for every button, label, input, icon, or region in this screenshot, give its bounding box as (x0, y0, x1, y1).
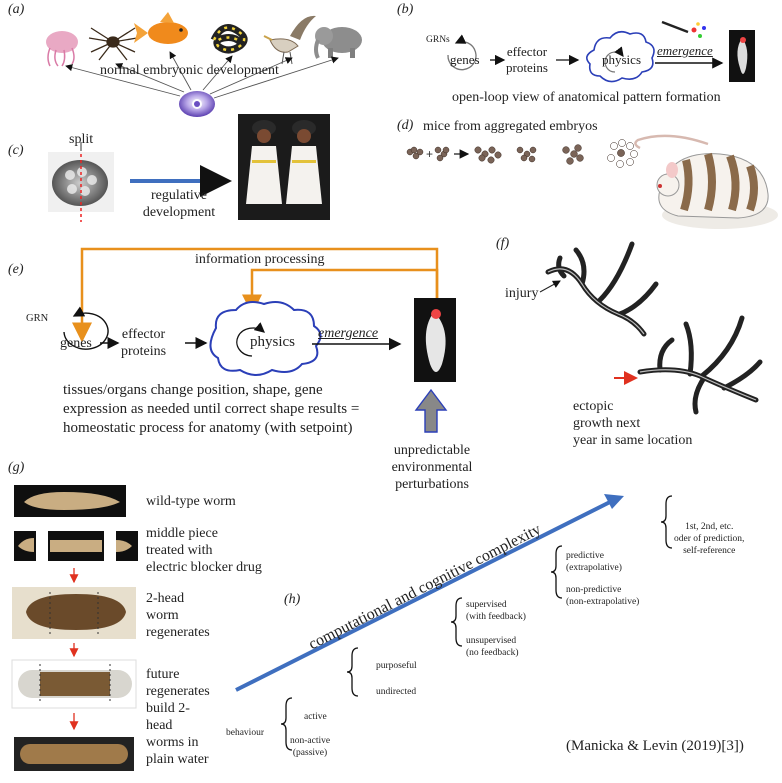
planarian-photo-small (729, 30, 755, 82)
elephant-icon (314, 27, 362, 59)
f-ectopic: ectopic growth next year in same locatio… (573, 399, 693, 448)
panel-label-b: (b) (397, 2, 414, 17)
e-info: information processing (195, 252, 325, 267)
planarian-photo (414, 298, 456, 382)
wand-icon (661, 20, 706, 38)
f-injury: injury (505, 286, 539, 301)
panel-label-f: (f) (496, 236, 510, 251)
panel-label-h: (h) (284, 592, 301, 607)
e-genes: genes (60, 336, 92, 351)
worm-plain-water (14, 737, 134, 771)
embryo-split-image (48, 152, 114, 222)
e-grn: GRN (26, 313, 49, 324)
d-caption: mice from aggregated embryos (423, 119, 598, 134)
e-perturb: unpredictable environmental perturbation… (391, 443, 473, 492)
b-physics: physics (602, 52, 641, 67)
e-effector: effector proteins (121, 327, 167, 359)
bird-icon (263, 15, 316, 65)
h-active: active (304, 712, 327, 722)
b-grns: GRNs (426, 35, 450, 45)
spider-icon (88, 27, 138, 61)
panel-label-d: (d) (397, 118, 414, 133)
c-caption: regulative development (142, 188, 216, 220)
complexity-axis-arrow (235, 499, 613, 692)
b-caption: open-loop view of anatomical pattern for… (452, 90, 721, 105)
worm-wildtype (14, 485, 126, 517)
c-split: split (69, 132, 94, 147)
g-step-3: 2-head worm regenerates (146, 591, 210, 640)
worm-cut-pieces (14, 531, 138, 561)
snake-icon (210, 24, 248, 54)
worm-two-head (12, 587, 136, 639)
h-undirected: undirected (376, 687, 417, 697)
a-caption: normal embryonic development (100, 63, 279, 78)
panel-label-a: (a) (8, 2, 25, 17)
perturbation-arrow (414, 388, 448, 433)
h-behaviour: behaviour (226, 728, 264, 738)
h-purposeful: purposeful (376, 661, 417, 671)
e-physics: physics (250, 334, 295, 350)
h-nonpredictive: non-predictive (non-extrapolative) (566, 585, 640, 607)
b-genes: genes (450, 52, 480, 67)
citation: (Manicka & Levin (2019)[3]) (566, 738, 744, 754)
h-nonactive: non-active (passive) (290, 736, 331, 758)
antler-image-1 (545, 241, 659, 337)
goldfish-icon (134, 12, 188, 44)
egg-cell-icon (179, 91, 215, 117)
e-caption: tissues/organs change position, shape, g… (63, 382, 360, 436)
h-predictive: predictive (extrapolative) (566, 551, 622, 573)
hierarchy-braces (280, 495, 673, 751)
g-step-1: wild-type worm (146, 494, 236, 509)
h-supervised: supervised (with feedback) (466, 600, 526, 622)
jellyfish-icon (46, 31, 78, 67)
chimeric-mouse-image (634, 134, 778, 229)
panel-label-g: (g) (8, 460, 25, 475)
panel-label-e: (e) (8, 262, 24, 277)
aggregation-sequence (406, 139, 638, 168)
panel-label-c: (c) (8, 143, 24, 158)
h-unsupervised: unsupervised (no feedback) (466, 636, 519, 658)
g-step-4: future regenerates build 2- head worms i… (146, 667, 210, 767)
twins-photo (238, 114, 330, 220)
physics-cloud (209, 301, 322, 376)
g-step-2: middle piece treated with electric block… (146, 526, 262, 575)
h-orders: 1st, 2nd, etc. oder of prediction, self-… (674, 522, 745, 556)
b-emergence: emergence (657, 43, 713, 58)
svg-text:+: + (426, 147, 433, 161)
feedback-loop-inner (242, 268, 439, 315)
e-emergence: emergence (318, 326, 379, 341)
worm-future-regenerate (11, 659, 137, 709)
b-effector: effector proteins (506, 44, 548, 75)
